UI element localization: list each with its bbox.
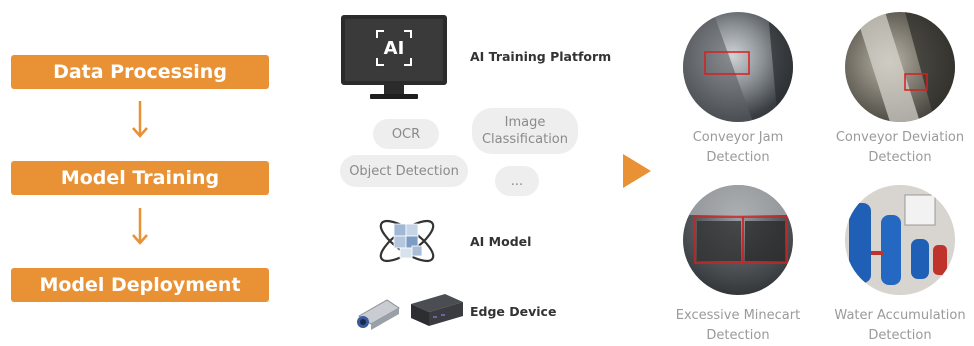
edge-box-icon: [411, 294, 463, 326]
task-image-classification: Image Classification: [472, 108, 578, 154]
step-model-training: Model Training: [11, 161, 269, 195]
task-object-detection: Object Detection: [340, 155, 468, 187]
ai-training-platform-label: AI Training Platform: [470, 49, 612, 64]
edge-device-label: Edge Device: [470, 304, 557, 319]
play-arrow-icon: [623, 154, 651, 188]
ai-model-label: AI Model: [470, 234, 532, 249]
caption-conveyor-jam: Conveyor Jam Detection: [692, 130, 784, 165]
step-model-deployment: Model Deployment: [11, 268, 269, 302]
down-arrow-icon: [132, 208, 148, 245]
edge-device-icon: [357, 294, 463, 330]
step-data-processing: Data Processing: [11, 55, 269, 89]
caption-water-accumulation: Water Accumulation Detection: [834, 308, 966, 343]
excessive-minecart-image: [683, 185, 793, 295]
water-accumulation-image: [845, 185, 955, 295]
caption-conveyor-deviation: Conveyor Deviation Detection: [835, 130, 965, 165]
task-ocr: OCR: [373, 119, 439, 149]
task-more: ...: [495, 166, 539, 196]
monitor-icon: [341, 15, 447, 99]
caption-excessive-minecart: Excessive Minecart Detection: [675, 308, 801, 343]
camera-icon: [357, 299, 400, 330]
ai-icon-text: AI: [383, 38, 405, 59]
ai-model-icon: [379, 219, 435, 263]
conveyor-jam-image: [683, 12, 793, 122]
conveyor-deviation-image: [845, 12, 955, 122]
down-arrow-icon: [132, 101, 148, 138]
